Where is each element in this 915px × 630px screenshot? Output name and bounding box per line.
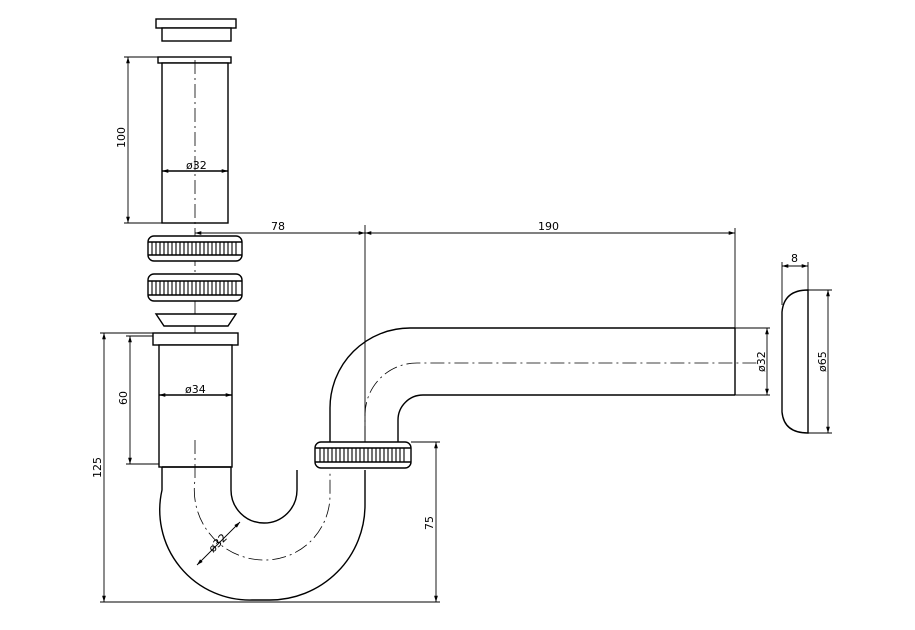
tailpiece-diameter-dimension: ø34 — [159, 383, 232, 397]
outlet-length-label: 190 — [538, 220, 559, 233]
offset-dimension: 78 — [195, 220, 365, 235]
drain-height-dimension: 100 — [115, 56, 162, 224]
drain-height-label: 100 — [115, 127, 128, 148]
offset-label: 78 — [271, 220, 285, 233]
outlet-length-dimension: 190 — [365, 220, 736, 328]
drain-plug-cap — [155, 18, 237, 42]
outlet-pipe — [329, 327, 760, 442]
drain-pipe — [157, 56, 232, 224]
outlet-diameter-label: ø32 — [755, 351, 768, 372]
outlet-diameter-dimension: ø32 — [735, 327, 770, 396]
tailpiece-diameter-label: ø34 — [185, 383, 206, 396]
wall-flange — [781, 289, 809, 434]
flange-diameter-dimension: ø65 — [808, 289, 832, 434]
total-height-dimension: 125 — [91, 332, 440, 603]
bend-diameter-label: ø32 — [206, 531, 230, 555]
flange-diameter-label: ø65 — [816, 351, 829, 372]
knurled-nut-lower — [147, 273, 243, 302]
flange-thickness-dimension: 8 — [781, 252, 809, 305]
tailpiece-height-dimension: 60 — [117, 335, 159, 465]
bend-diameter-dimension: ø32 — [196, 521, 241, 566]
bend-connector-nut — [314, 441, 412, 469]
tailpiece — [152, 332, 239, 468]
outlet-height-dimension: 75 — [411, 441, 440, 602]
flange-thickness-label: 8 — [791, 252, 798, 265]
outlet-height-label: 75 — [423, 516, 436, 530]
total-height-label: 125 — [91, 457, 104, 478]
tailpiece-height-label: 60 — [117, 391, 130, 405]
knurled-nut-upper — [147, 235, 243, 262]
drain-diameter-dimension: ø32 — [162, 159, 228, 173]
washer — [154, 313, 238, 327]
drain-diameter-label: ø32 — [186, 159, 207, 172]
u-bend — [159, 440, 366, 601]
